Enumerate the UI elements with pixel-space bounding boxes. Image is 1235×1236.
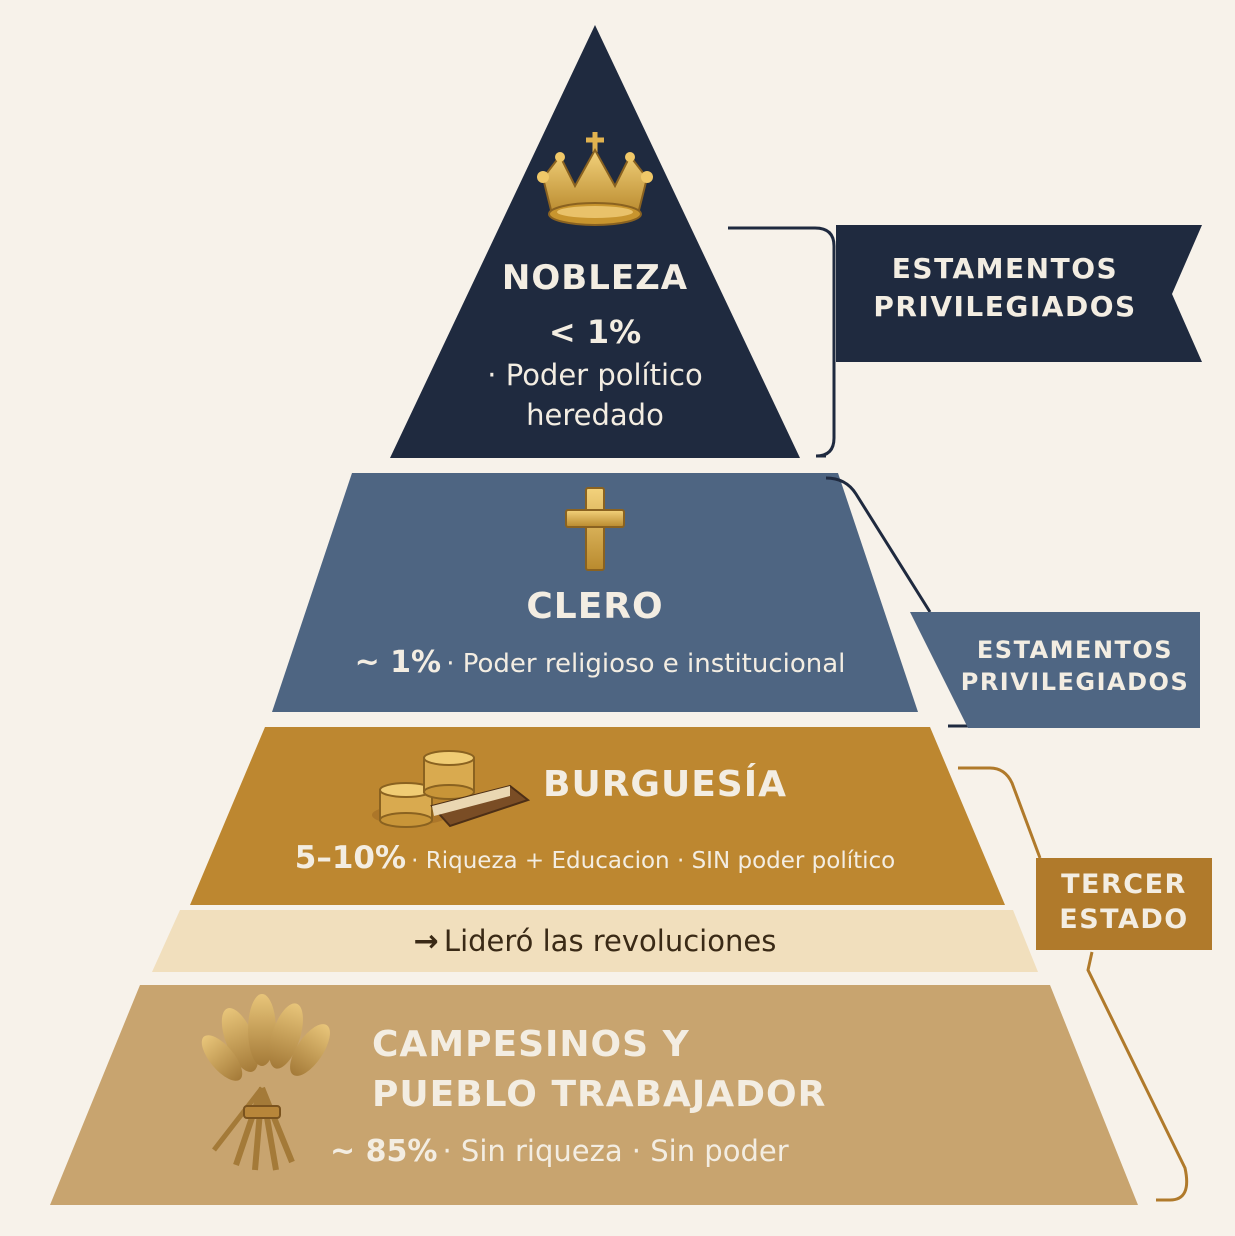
burguesia-note-line: → Lideró las revoluciones (300, 924, 890, 959)
campesinos-title-line1: CAMPESINOS Y (372, 1024, 690, 1065)
clero-title: CLERO (526, 586, 664, 627)
burguesia-percent: 5–10% (294, 840, 407, 876)
label-third-estate-line2: ESTADO (1059, 904, 1189, 936)
burguesia-note: Lideró las revoluciones (443, 924, 777, 958)
burguesia-desc: · Riqueza + Educacion · SIN poder políti… (411, 848, 896, 874)
label-banner-third-estate (1036, 858, 1212, 950)
clero-tier (272, 473, 918, 712)
bracket-clero (825, 476, 932, 613)
label-privileged-2-line2: PRIVILEGIADOS (960, 668, 1190, 697)
campesinos-title-line2: PUEBLO TRABAJADOR (372, 1074, 827, 1115)
clero-percent: ~ 1% (354, 645, 442, 680)
clero-stats-line: ~ 1% · Poder religioso e institucional (300, 645, 900, 680)
bracket-nobleza (728, 226, 836, 458)
label-privileged-2: ESTAMENTOS PRIVILEGIADOS (950, 634, 1200, 699)
label-third-estate: TERCER ESTADO (1036, 867, 1212, 937)
burguesia-stats-line: 5–10% · Riqueza + Educacion · SIN poder … (220, 840, 970, 876)
label-privileged-1-line1: ESTAMENTOS (891, 252, 1119, 285)
nobleza-desc-line2: heredado (526, 398, 664, 432)
campesinos-percent: ~ 85% (330, 1134, 438, 1169)
label-third-estate-line1: TERCER (1061, 869, 1187, 900)
label-privileged-1: ESTAMENTOS PRIVILEGIADOS (850, 250, 1160, 326)
nobleza-title: NOBLEZA (501, 258, 689, 298)
campesinos-desc: · Sin riqueza · Sin poder (442, 1134, 789, 1168)
burguesia-tier (190, 727, 1005, 905)
burguesia-note-band (152, 910, 1038, 972)
bracket-third-estate (958, 766, 1042, 859)
nobleza-tier (390, 25, 800, 458)
nobleza-percent: < 1% (548, 313, 642, 351)
clero-desc: · Poder religioso e institucional (446, 649, 846, 679)
cross-icon (565, 487, 625, 571)
coins-book-icon (372, 750, 531, 828)
crown-icon (537, 132, 653, 226)
label-banner-privileged-2 (910, 612, 1200, 728)
label-privileged-2-line1: ESTAMENTOS (976, 636, 1174, 664)
label-privileged-1-line2: PRIVILEGIADOS (873, 289, 1137, 323)
wheat-icon (201, 994, 330, 1171)
bracket-third-estate-bottom (1086, 951, 1189, 1202)
nobleza-desc-line1: · Poder político (487, 358, 703, 392)
arrow-right-icon: → (413, 924, 439, 959)
burguesia-title: BURGUESÍA (543, 764, 787, 805)
label-banner-privileged-1 (836, 225, 1202, 362)
campesinos-stats-line: ~ 85% · Sin riqueza · Sin poder (330, 1134, 870, 1169)
